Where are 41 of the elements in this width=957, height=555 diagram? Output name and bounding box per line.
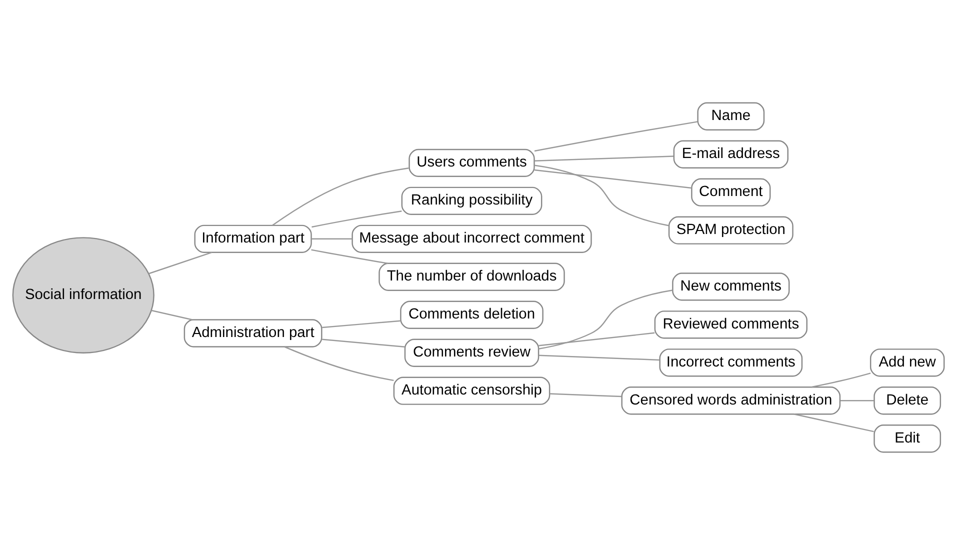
connector	[538, 354, 660, 361]
connector	[311, 249, 388, 264]
node-box: Automatic censorship	[393, 376, 550, 405]
connector	[534, 156, 674, 162]
node-box: Edit	[874, 424, 942, 453]
connector	[284, 346, 394, 382]
node-box: Name	[697, 102, 765, 130]
node-box: Message about incorrect comment	[352, 224, 592, 253]
connector	[322, 320, 400, 328]
connector	[534, 169, 692, 189]
node-box: Comment	[691, 178, 771, 206]
node-box: Comments review	[404, 338, 540, 367]
node-box: Information part	[194, 224, 312, 253]
connector	[312, 238, 352, 240]
connector	[322, 338, 405, 348]
node-box: The number of downloads	[378, 262, 565, 291]
connector	[534, 164, 669, 226]
node-box: Delete	[874, 386, 942, 415]
node-box: Add new	[870, 348, 945, 377]
node-box: Users comments	[408, 148, 535, 178]
node-box: E-mail address	[673, 140, 788, 168]
node-box: Administration part	[184, 319, 322, 348]
node-box: Reviewed comments	[654, 310, 808, 339]
node-box: Censored words administration	[621, 386, 841, 415]
connector	[538, 332, 655, 346]
connector	[550, 393, 622, 398]
node-box: Incorrect comments	[659, 348, 803, 377]
connector	[794, 414, 874, 432]
connector	[840, 400, 874, 402]
node-box: New comments	[672, 272, 790, 301]
connector	[152, 310, 192, 320]
node-box: SPAM protection	[668, 216, 794, 244]
node-box: Ranking possibility	[401, 186, 542, 216]
connector	[538, 290, 672, 350]
node-box: Comments deletion	[400, 300, 544, 329]
node-ellipse: Social information	[12, 237, 154, 354]
connector	[272, 167, 409, 226]
connector	[148, 252, 212, 274]
connector	[534, 121, 698, 152]
connector	[811, 372, 871, 388]
connector	[312, 210, 402, 228]
